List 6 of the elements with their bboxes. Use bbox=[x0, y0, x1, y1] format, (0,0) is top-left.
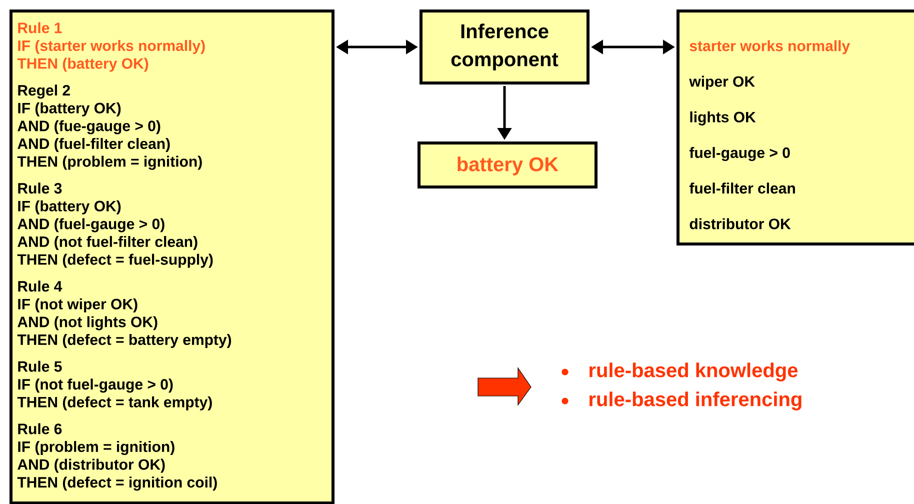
rules-box: Rule 1 IF (starter works normally) THEN (battery OK) Regel 2 IF (battery OK) AND (fue-gauge > 0) AND (fuel-filter clean) THEN (problem = ignition) Rule 3 IF (battery OK) AND (fuel-gauge > 0) AND (not fuel-filter clean) THEN (defect = fuel-supply) Rule 4 IF (not wiper OK) AND (not lights OK) THEN (defect = battery empty) Rule 5 IF (not fuel-gauge > 0) THEN (defect = tank empty) Rule 6 IF (problem = ignition) AND (distributor OK) THEN (defect = ignition coil) bbox=[10, 10, 334, 504]
bullet-text: rule-based knowledge bbox=[590, 362, 798, 382]
bullet-text: rule-based inferencing bbox=[590, 392, 802, 410]
facts-box: starter works normally wiper OK lights OK fuel-gauge > 0 fuel-filter clean distributor OK bbox=[676, 10, 914, 246]
result-box: battery OK bbox=[418, 142, 598, 188]
process-box: Inference component bbox=[420, 10, 590, 84]
